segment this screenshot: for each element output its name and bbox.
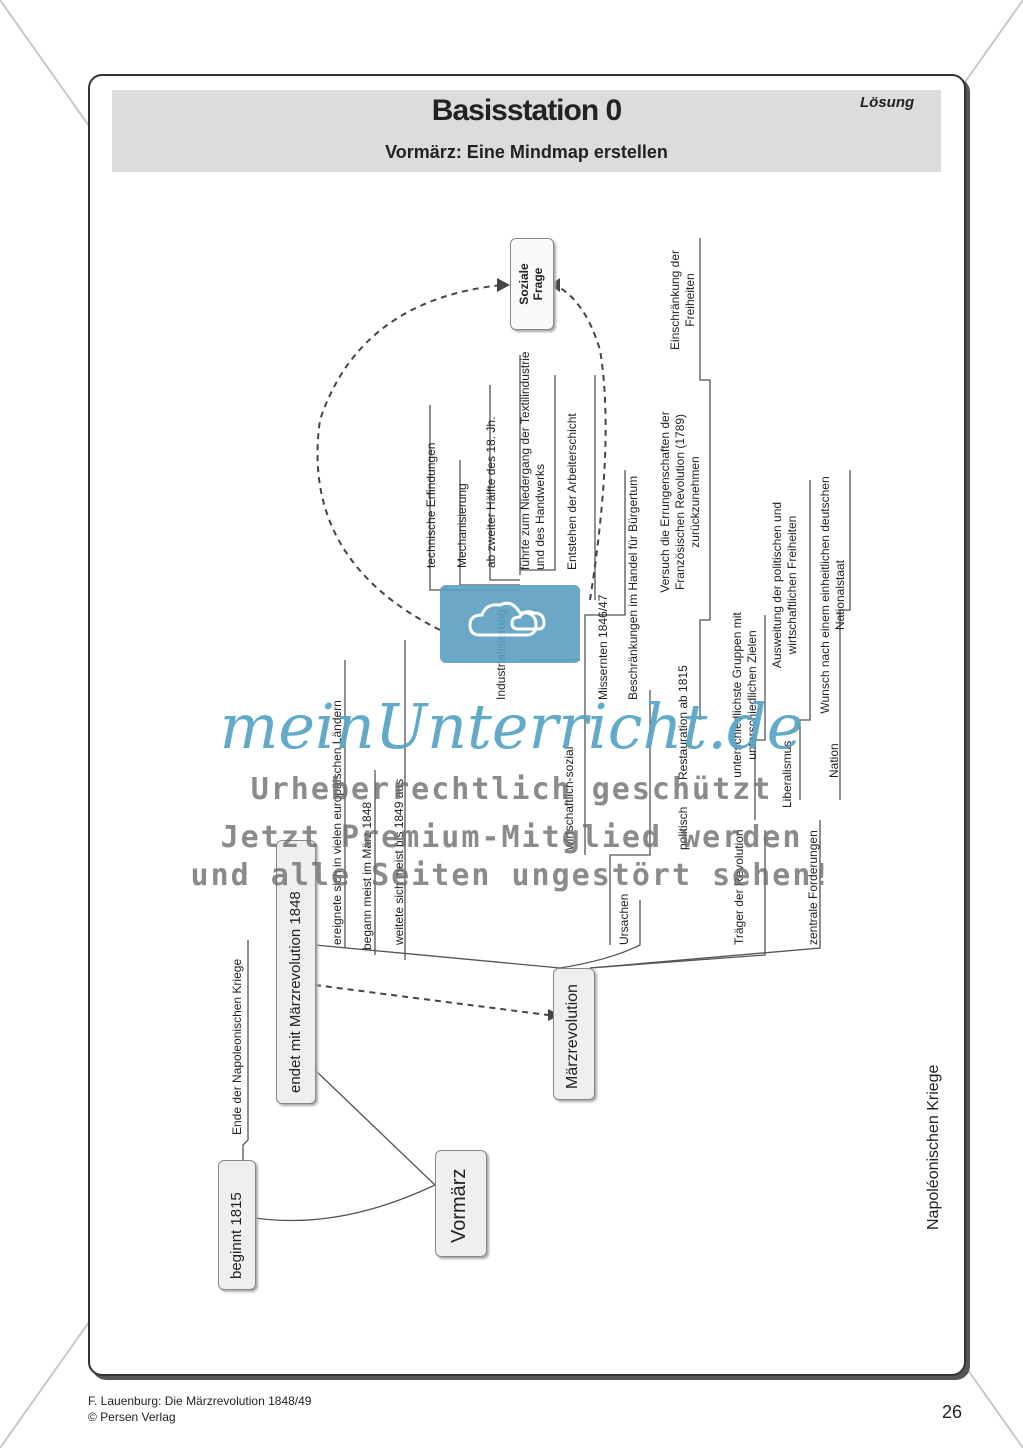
label-missernten: Missernten 1846/47 bbox=[596, 594, 610, 700]
label-ind-item-4: führte zum Niedergang der Textilindustri… bbox=[518, 350, 548, 570]
node-maerzrevolution-label: Märzrevolution bbox=[564, 984, 581, 1089]
label-ind-item-4-text: führte zum Niedergang der Textilindustri… bbox=[518, 351, 547, 570]
node-soziale-frage-label: Soziale Frage bbox=[517, 263, 545, 305]
label-liberalismus-item: Ausweitung der politischen und wirtschaf… bbox=[770, 480, 800, 690]
node-soziale-frage: Soziale Frage bbox=[510, 238, 554, 330]
node-vormaerz: Vormärz bbox=[435, 1150, 487, 1257]
node-beginnt: beginnt 1815 bbox=[218, 1160, 256, 1290]
label-ind-item-3: ab zweiter Hälfte des 18. Jh. bbox=[484, 416, 498, 568]
solution-tag: Lösung bbox=[860, 94, 915, 111]
label-ind-item-2: Mechanisierung bbox=[455, 483, 469, 568]
label-ursachen: Ursachen bbox=[617, 893, 631, 945]
header-band bbox=[112, 90, 941, 172]
node-maerzrevolution: Märzrevolution bbox=[553, 968, 595, 1100]
label-ende-napoleon: Ende der Napoleonischen Kriege bbox=[230, 958, 244, 1135]
page-title: Basisstation 0 bbox=[431, 94, 622, 127]
node-endet: endet mit Märzrevolution 1848 bbox=[276, 840, 316, 1104]
label-ind-item-1: technische Erfindungen bbox=[424, 442, 438, 568]
watermark-brand: meinUnterricht.de bbox=[219, 690, 804, 763]
label-nation-item-text: Wunsch nach einem einheitlichen deutsche… bbox=[818, 476, 847, 714]
footer-source: F. Lauenburg: Die Märzrevolution 1848/49 bbox=[88, 1394, 312, 1408]
page-subtitle: Vormärz: Eine Mindmap erstellen bbox=[385, 142, 668, 162]
label-nation-item: Wunsch nach einem einheitlichen deutsche… bbox=[818, 470, 848, 720]
page-number: 26 bbox=[942, 1402, 963, 1422]
cloud-briefcase-icon bbox=[440, 585, 580, 663]
watermark-line-3: und alle Seiten ungestört sehen! bbox=[190, 858, 833, 893]
label-restauration-item-2-text: Einschränkung der Freiheiten bbox=[668, 249, 697, 351]
node-endet-label: endet mit Märzrevolution 1848 bbox=[287, 891, 304, 1093]
label-liberalismus-item-text: Ausweitung der politischen und wirtschaf… bbox=[770, 501, 799, 669]
label-restauration-item-1: Versuch die Errungenschaften der Französ… bbox=[658, 397, 703, 607]
label-restauration-item-2: Einschränkung der Freiheiten bbox=[668, 240, 698, 360]
margin-label: Napoléonischen Kriege bbox=[925, 1064, 942, 1230]
watermark-line-2: Jetzt Premium-Mitglied werden bbox=[220, 820, 803, 855]
watermark-line-1: Urheberrechtlich geschützt bbox=[250, 772, 773, 807]
label-ind-item-5: Entstehen der Arbeiterschicht bbox=[565, 413, 579, 570]
node-beginnt-label: beginnt 1815 bbox=[228, 1192, 245, 1279]
label-restauration-item-1-text: Versuch die Errungenschaften der Französ… bbox=[658, 411, 702, 593]
footer-publisher: © Persen Verlag bbox=[88, 1410, 176, 1424]
label-beschraenkungen: Beschränkungen im Handel für Bürgertum bbox=[626, 475, 640, 700]
node-vormaerz-label: Vormärz bbox=[448, 1168, 470, 1243]
